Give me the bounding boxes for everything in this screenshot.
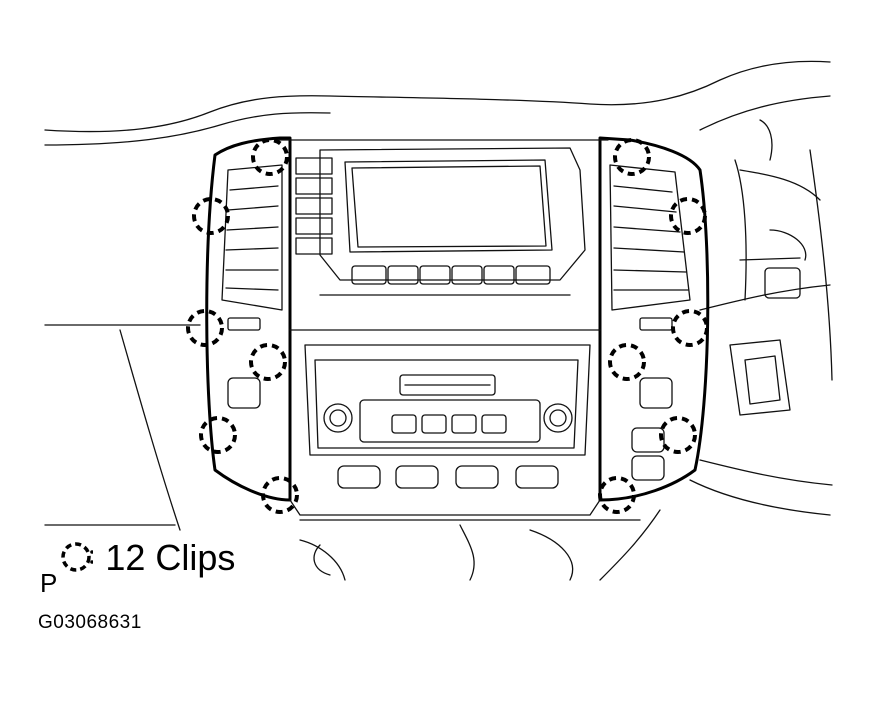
left-switch-stack [295, 157, 333, 255]
clip-marker [671, 309, 709, 347]
clip-marker [249, 343, 287, 381]
center-bezel [205, 136, 710, 516]
dashboard-outline [44, 60, 833, 581]
clip-marker [251, 138, 289, 176]
clip-marker [192, 197, 230, 235]
clip-marker [261, 476, 299, 514]
clip-marker [598, 476, 636, 514]
clip-marker [608, 343, 646, 381]
display-buttons [351, 265, 551, 285]
legend: P 12 Clips [40, 530, 236, 597]
clip-marker [669, 197, 707, 235]
legend-clip-count: 12 Clips [105, 537, 236, 578]
left-air-vent [221, 164, 283, 311]
legend-letter: P [40, 568, 58, 598]
clip-markers [186, 138, 709, 514]
audio-unit [304, 344, 591, 456]
lower-buttons [337, 465, 559, 489]
clip-marker [199, 416, 237, 454]
right-air-vent [609, 164, 691, 311]
figure-code: G03068631 [38, 612, 142, 633]
clip-marker [613, 138, 651, 176]
clip-marker [186, 309, 224, 347]
clip-marker [659, 416, 697, 454]
dashed-circle-clip-icon [61, 542, 94, 572]
